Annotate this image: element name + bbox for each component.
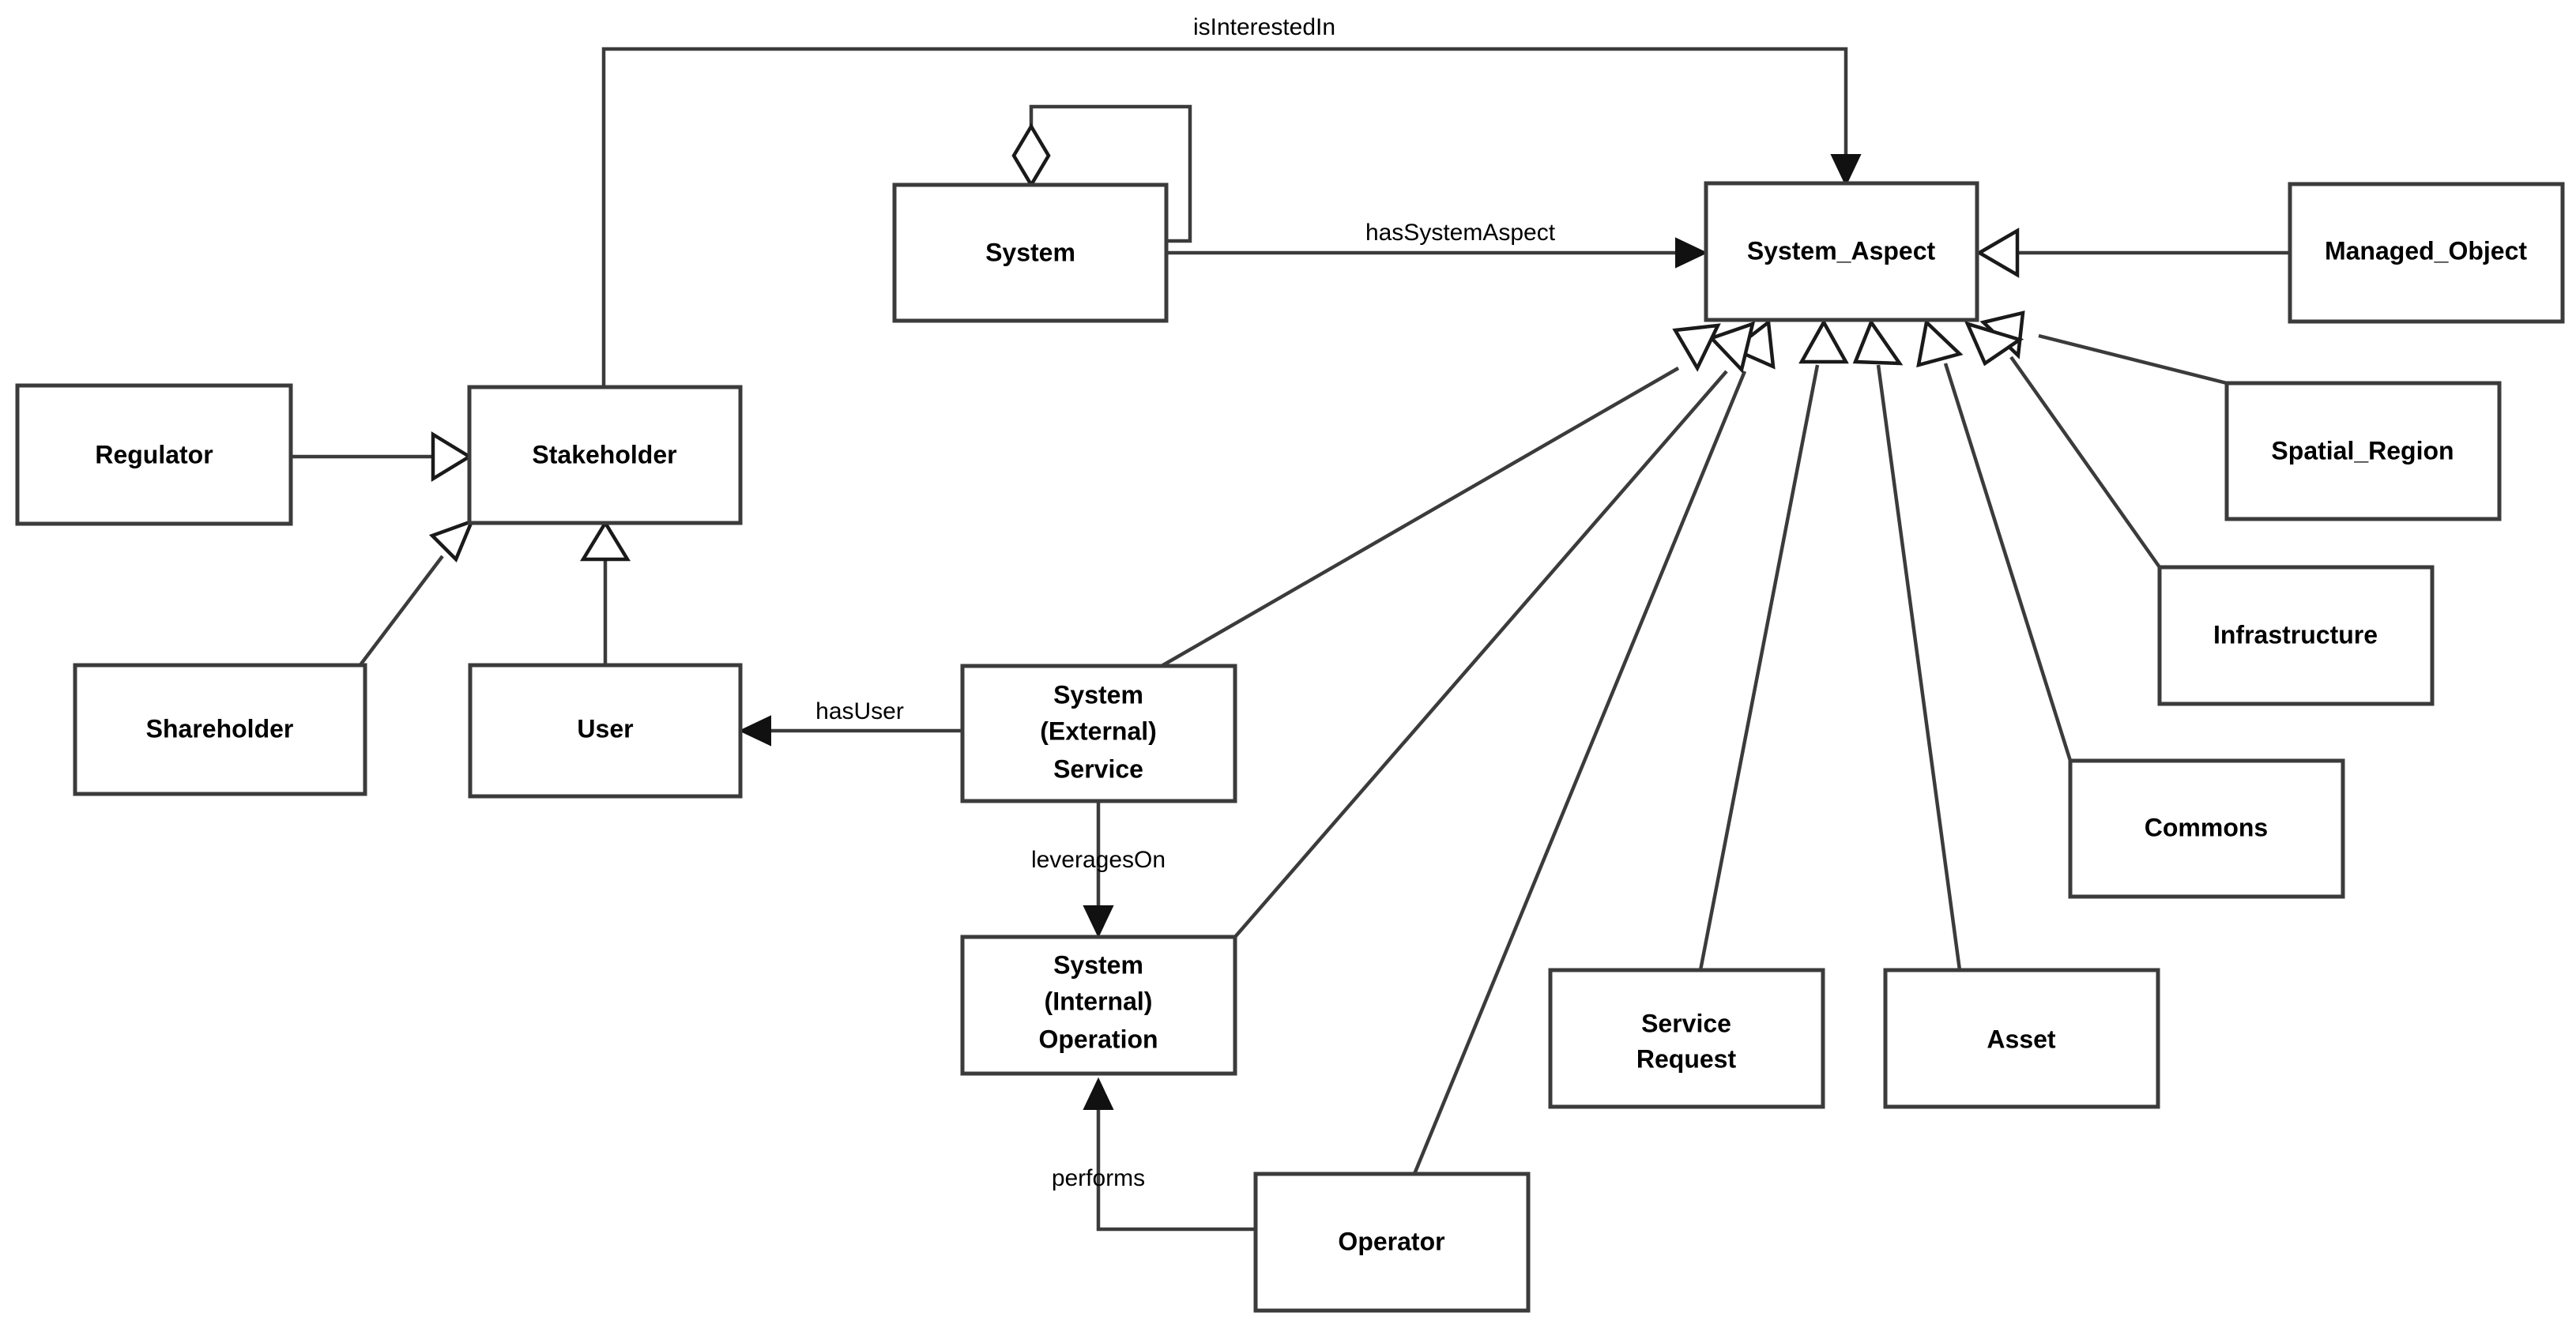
- generalization-arrowhead-icon: [1975, 228, 2020, 278]
- edge-regulator-stakeholder[interactable]: [291, 431, 473, 483]
- service-request-label-line2: Request: [1636, 1044, 1737, 1073]
- node-managed-object[interactable]: Managed_Object: [2288, 182, 2565, 324]
- node-commons[interactable]: Commons: [2068, 758, 2345, 899]
- edge-user-stakeholder[interactable]: [579, 519, 631, 665]
- generalization-arrowhead-icon: [579, 519, 631, 562]
- managed-object-box: [2288, 182, 2565, 324]
- generalization-arrowhead-icon: [1852, 318, 1904, 366]
- system-box: [892, 182, 1169, 323]
- node-system-internal-operation[interactable]: System (Internal) Operation: [960, 935, 1237, 1076]
- edge-service-request-system-aspect[interactable]: [1698, 318, 1849, 971]
- is-interested-in-arrowhead: [1830, 154, 1862, 187]
- infrastructure-box: [2157, 565, 2435, 706]
- edge-has-system-aspect[interactable]: hasSystemAspect: [1166, 220, 1708, 269]
- leverages-on-label: leveragesOn: [1031, 847, 1166, 873]
- edge-managed-object-system-aspect[interactable]: [1975, 228, 2290, 278]
- user-box: [468, 663, 743, 799]
- node-stakeholder[interactable]: Stakeholder: [467, 385, 743, 525]
- system-external-service-label-line2: (External): [1040, 717, 1157, 745]
- shareholder-box: [73, 663, 367, 796]
- system-external-service-label-line1: System: [1053, 680, 1143, 709]
- node-shareholder[interactable]: Shareholder: [73, 663, 367, 796]
- generalization-arrowhead-icon: [1708, 321, 1756, 374]
- node-user[interactable]: User: [468, 663, 743, 799]
- system-aspect-box: [1704, 181, 1979, 322]
- edge-performs[interactable]: performs: [1052, 1077, 1256, 1232]
- operator-box: [1253, 1172, 1531, 1313]
- node-spatial-region[interactable]: Spatial_Region: [2224, 381, 2502, 521]
- operator-label: Operator: [1338, 1227, 1444, 1255]
- infrastructure-label: Infrastructure: [2213, 620, 2378, 649]
- generalization-arrowhead-icon: [1916, 318, 1964, 368]
- system-internal-operation-label-line1: System: [1053, 950, 1143, 979]
- edge-system-internal-operation-system-aspect[interactable]: [1233, 321, 1756, 938]
- asset-box: [1883, 968, 2160, 1109]
- generalization-arrowhead-icon: [1798, 318, 1849, 364]
- node-asset[interactable]: Asset: [1883, 968, 2160, 1109]
- node-system-aspect[interactable]: System_Aspect: [1704, 181, 1979, 322]
- system-label: System: [985, 238, 1075, 266]
- operator-generalization-line: [1412, 370, 1747, 1175]
- stakeholder-box: [467, 385, 743, 525]
- is-interested-in-label: isInterestedIn: [1193, 14, 1335, 40]
- edge-system-external-service-system-aspect[interactable]: [1160, 323, 1721, 668]
- shareholder-label: Shareholder: [146, 714, 294, 743]
- system-internal-operation-label-line3: Operation: [1038, 1025, 1158, 1053]
- asset-label: Asset: [1987, 1025, 2056, 1053]
- node-service-request[interactable]: Service Request: [1548, 968, 1825, 1109]
- edge-infrastructure-system-aspect[interactable]: [1964, 321, 2161, 569]
- edge-has-user[interactable]: hasUser: [738, 698, 962, 747]
- service-request-label-line1: Service: [1641, 1009, 1731, 1037]
- has-system-aspect-label: hasSystemAspect: [1365, 220, 1556, 246]
- commons-label: Commons: [2145, 813, 2268, 841]
- node-infrastructure[interactable]: Infrastructure: [2157, 565, 2435, 706]
- managed-object-label: Managed_Object: [2325, 236, 2527, 265]
- performs-line: [1096, 1102, 1256, 1232]
- node-regulator[interactable]: Regulator: [15, 383, 293, 526]
- edge-is-interested-in[interactable]: isInterestedIn: [601, 14, 1862, 387]
- infrastructure-generalization-line: [2009, 355, 2161, 569]
- system-external-service-generalization-line: [1160, 367, 1680, 668]
- performs-label: performs: [1052, 1165, 1145, 1191]
- system-internal-operation-box: [960, 935, 1237, 1076]
- edge-shareholder-stakeholder[interactable]: [358, 518, 476, 668]
- service-request-generalization-line: [1698, 364, 1820, 971]
- has-user-arrowhead: [738, 715, 771, 747]
- spatial-region-generalization-line: [2038, 333, 2228, 386]
- generalization-arrowhead-icon: [431, 431, 473, 483]
- node-system-external-service[interactable]: System (External) Service: [960, 664, 1237, 803]
- performs-arrowhead: [1083, 1077, 1114, 1110]
- system-internal-operation-label-line2: (Internal): [1045, 987, 1153, 1015]
- service-request-box: [1548, 968, 1825, 1109]
- edge-commons-system-aspect[interactable]: [1916, 318, 2073, 762]
- is-interested-in-line: [601, 47, 1848, 387]
- regulator-box: [15, 383, 293, 526]
- system-internal-operation-generalization-line: [1233, 370, 1728, 938]
- edge-asset-system-aspect[interactable]: [1852, 318, 1962, 971]
- asset-generalization-line: [1876, 364, 1962, 971]
- system-external-service-label-line3: Service: [1053, 754, 1143, 783]
- user-label: User: [577, 714, 633, 743]
- shareholder-generalization-line: [358, 555, 444, 668]
- commons-box: [2068, 758, 2345, 899]
- has-user-label: hasUser: [815, 698, 904, 724]
- edge-leverages-on[interactable]: leveragesOn: [1031, 801, 1166, 938]
- regulator-label: Regulator: [95, 440, 213, 468]
- aggregation-diamond-icon: [1011, 122, 1051, 189]
- generalization-arrowhead-icon: [1672, 323, 1721, 372]
- system-external-service-box: [960, 664, 1237, 803]
- node-operator[interactable]: Operator: [1253, 1172, 1531, 1313]
- has-system-aspect-arrowhead: [1675, 237, 1708, 269]
- system-aspect-label: System_Aspect: [1747, 236, 1936, 265]
- generalization-arrowhead-icon: [428, 518, 476, 562]
- stakeholder-label: Stakeholder: [532, 440, 676, 468]
- commons-generalization-line: [1943, 363, 2073, 762]
- generalization-arrowhead-icon: [1964, 321, 2024, 367]
- node-system[interactable]: System: [892, 182, 1169, 323]
- spatial-region-label: Spatial_Region: [2271, 436, 2454, 465]
- leverages-on-arrowhead: [1083, 905, 1114, 938]
- spatial-region-box: [2224, 381, 2502, 521]
